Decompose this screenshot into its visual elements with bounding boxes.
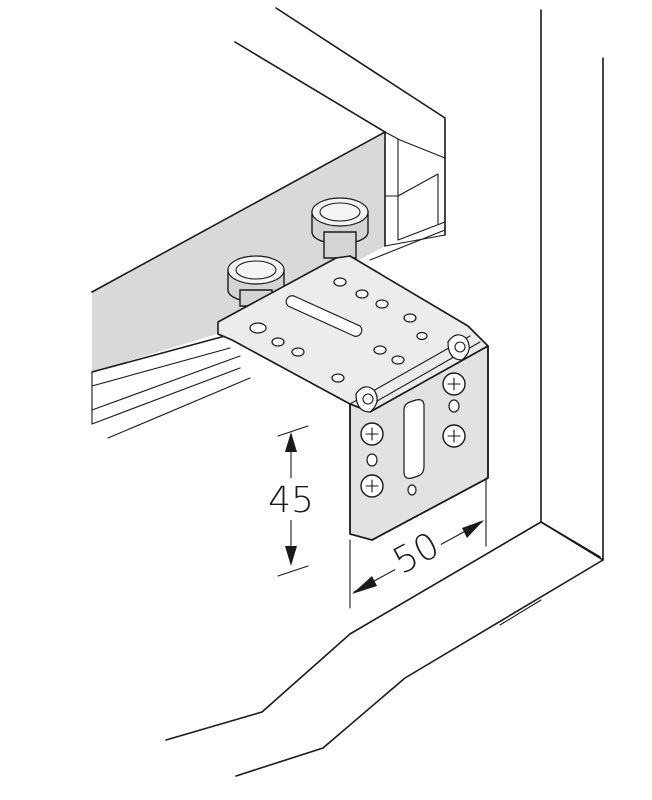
cabinet-top-panel <box>234 7 446 236</box>
cabinet-side-wall <box>540 9 604 561</box>
vertical-flange-holes <box>366 399 460 496</box>
dimension-height: 45 <box>268 425 314 577</box>
screw-top-right <box>442 372 466 396</box>
width-label: 50 <box>386 525 446 583</box>
screw-bottom-left <box>360 474 384 498</box>
mounting-boss-right <box>311 197 369 259</box>
screw-mid-left <box>360 422 384 446</box>
screw-mid-right <box>442 424 466 448</box>
height-label: 45 <box>268 480 314 521</box>
top-flange-holes <box>249 277 428 383</box>
cabinet-floor-outline <box>165 521 604 777</box>
drawer-rail <box>91 131 446 439</box>
corner-rivets <box>355 334 470 413</box>
height-label-bg <box>268 478 314 520</box>
width-label-bg <box>383 523 447 580</box>
